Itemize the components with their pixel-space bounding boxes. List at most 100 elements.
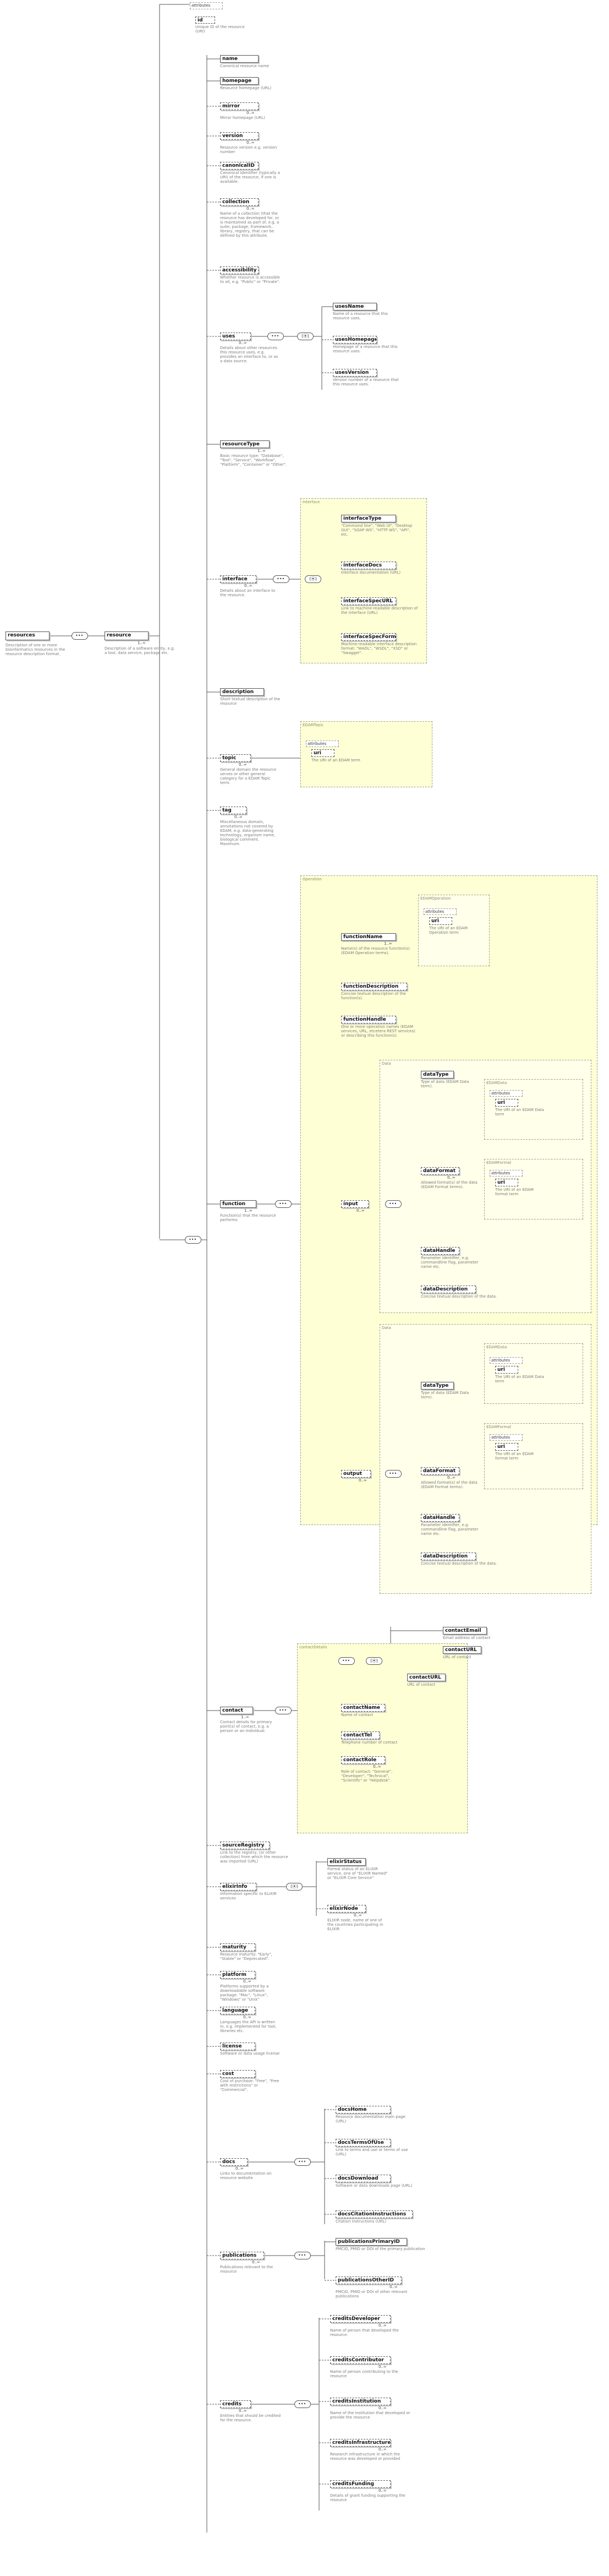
element-contactname[interactable]: contactName [341,1704,385,1712]
element-sourceregistry[interactable]: sourceRegistry [220,1842,270,1849]
element-datatype[interactable]: dataType [421,1382,454,1390]
element-docscitationinstructions[interactable]: docsCitationInstructions [336,2210,413,2218]
element-contactemail[interactable]: contactEmail [443,1627,487,1635]
element-cost[interactable]: cost [220,2070,255,2078]
language-multiplicity: 0..∞ [243,2015,251,2019]
elixir-choice: ⟨⦿⟩ [286,1883,303,1891]
element-contacttel[interactable]: contactTel [341,1731,380,1739]
element-datatype[interactable]: dataType [421,1071,454,1079]
element-interface[interactable]: interface [220,575,256,583]
element-datahandle[interactable]: dataHandle [421,1514,459,1522]
datahandle-description: Parameter identifier, e.g. commandline f… [421,1256,479,1269]
element-name[interactable]: name [220,55,259,63]
uses-sequence [267,333,284,340]
element-contacturl[interactable]: contactURL [443,1646,481,1654]
element-publicationsotherid[interactable]: publicationsOtherID [336,2277,402,2284]
output-multiplicity: 0..∞ [359,1478,367,1483]
element-interfacedocs[interactable]: interfaceDocs [341,562,396,569]
id-description: Unique ID of the resource (URI) [195,25,245,34]
element-creditsdeveloper[interactable]: creditsDeveloper [330,2315,391,2323]
element-docsdownload[interactable]: docsDownload [336,2175,391,2182]
uri-attribute: uri [495,1443,518,1451]
element-creditsfunding[interactable]: creditsFunding [330,2480,391,2488]
function-sequence [275,1200,292,1208]
element-publications[interactable]: publications [220,2252,264,2259]
collection-multiplicity: 0..∞ [246,206,255,211]
datatype-description: Type of data (EDAM Data term). [421,1391,469,1399]
element-tag[interactable]: tag [220,807,246,814]
id-attribute: id [195,17,215,24]
tag-description: Miscellaneous domain, annotations not co… [220,820,276,846]
element-functionhandle[interactable]: functionHandle [341,1016,396,1023]
dataformat-description: Allowed format(s) of the data (EDAM Form… [421,1180,478,1189]
element-creditsinstitution[interactable]: creditsInstitution [330,2398,391,2405]
element-elixirnode[interactable]: elixirNode [327,1905,366,1913]
element-elixirinfo[interactable]: elixirInfo [220,1883,256,1891]
element-platform[interactable]: platform [220,1971,255,1979]
creditsinstitution-multiplicity: 0..∞ [378,2406,387,2410]
element-datadescription[interactable]: dataDescription [421,1286,476,1293]
element-license[interactable]: license [220,2043,255,2050]
element-output[interactable]: output [341,1470,371,1478]
element-canonicalid[interactable]: canonicalID [220,162,259,170]
attributes-header: attributes [190,2,223,9]
docstermsofuse-description: Link to terms and use or terms of use (U… [336,2148,408,2156]
publications-sequence [294,2252,311,2259]
resourcetype-description: Basic resource type: "Database", "Tool",… [220,454,287,467]
topic-multiplicity: 0..∞ [239,763,247,767]
homepage-description: Resource homepage (URL) [220,86,272,90]
element-usesname[interactable]: usesName [333,303,377,311]
element-input[interactable]: input [341,1200,369,1208]
element-usesversion[interactable]: usesVersion [333,369,377,377]
element-datadescription[interactable]: dataDescription [421,1553,476,1560]
element-credits[interactable]: credits [220,2400,251,2408]
element-accessibility[interactable]: accessibility [220,266,259,274]
resource-description: Description of a software entity, e.g. a… [105,646,175,655]
element-dataformat[interactable]: dataFormat [421,1167,459,1175]
element-docs[interactable]: docs [220,2158,248,2166]
element-function[interactable]: function [220,1200,256,1208]
element-docshome[interactable]: docsHome [336,2106,391,2114]
uri-description: The URI of an EDAM Data term [495,1375,544,1384]
element-language[interactable]: language [220,2007,255,2014]
element-description[interactable]: description [220,688,264,696]
functionname-description: Name(s) of the resource function(s) (EDA… [341,946,410,955]
element-maturity[interactable]: maturity [220,1943,255,1951]
element-useshomepage[interactable]: usesHomepage [333,336,377,344]
element-contacturl2[interactable]: contactURL [407,1674,446,1681]
contactemail-description: Email address of contact [443,1636,491,1640]
element-collection[interactable]: collection [220,198,259,206]
element-docstermsofuse[interactable]: docsTermsOfUse [336,2139,391,2147]
element-interfacespecformat[interactable]: interfaceSpecFormat [341,633,396,641]
element-interfacetype[interactable]: interfaceType [341,515,396,522]
tag-multiplicity: 0..∞ [234,815,243,819]
element-functiondescription[interactable]: functionDescription [341,983,407,990]
element-publicationsprimaryid[interactable]: publicationsPrimaryID [336,2238,407,2246]
element-contactrole[interactable]: contactRole [341,1756,385,1764]
uri-description: The URI of an EDAM Operation term [429,926,468,935]
element-topic[interactable]: topic [220,754,251,762]
uri-attribute: uri [495,1099,518,1107]
contact-choice: ⟨⦿⟩ [366,1657,382,1665]
element-homepage[interactable]: homepage [220,77,259,85]
element-creditsinfrastructure[interactable]: creditsInfrastructure [330,2439,391,2447]
element-dataformat[interactable]: dataFormat [421,1467,459,1475]
element-version[interactable]: version [220,132,259,140]
element-resourcetype[interactable]: resourceType [220,440,270,448]
element-contact[interactable]: contact [220,1707,253,1714]
group-label-data: Data [382,1326,391,1330]
interfacespecurl-description: Link to machine-readable description of … [341,606,418,615]
element-elixirstatus[interactable]: elixirStatus [327,1858,366,1866]
element-resources[interactable]: resources [6,631,50,640]
docshome-description: Resource documentation main page (URL) [336,2115,405,2123]
element-creditscontributor[interactable]: creditsContributor [330,2356,391,2364]
element-functionname[interactable]: functionName [341,933,396,941]
uri-attribute: uri [429,917,452,925]
element-interfacespecurl[interactable]: interfaceSpecURL [341,597,396,605]
element-datahandle[interactable]: dataHandle [421,1247,459,1255]
element-mirror[interactable]: mirror [220,102,259,110]
contactname-description: Name of contact [341,1713,374,1717]
element-resource[interactable]: resource [105,631,149,640]
contact-sequence [275,1707,292,1714]
element-uses[interactable]: uses [220,333,251,340]
